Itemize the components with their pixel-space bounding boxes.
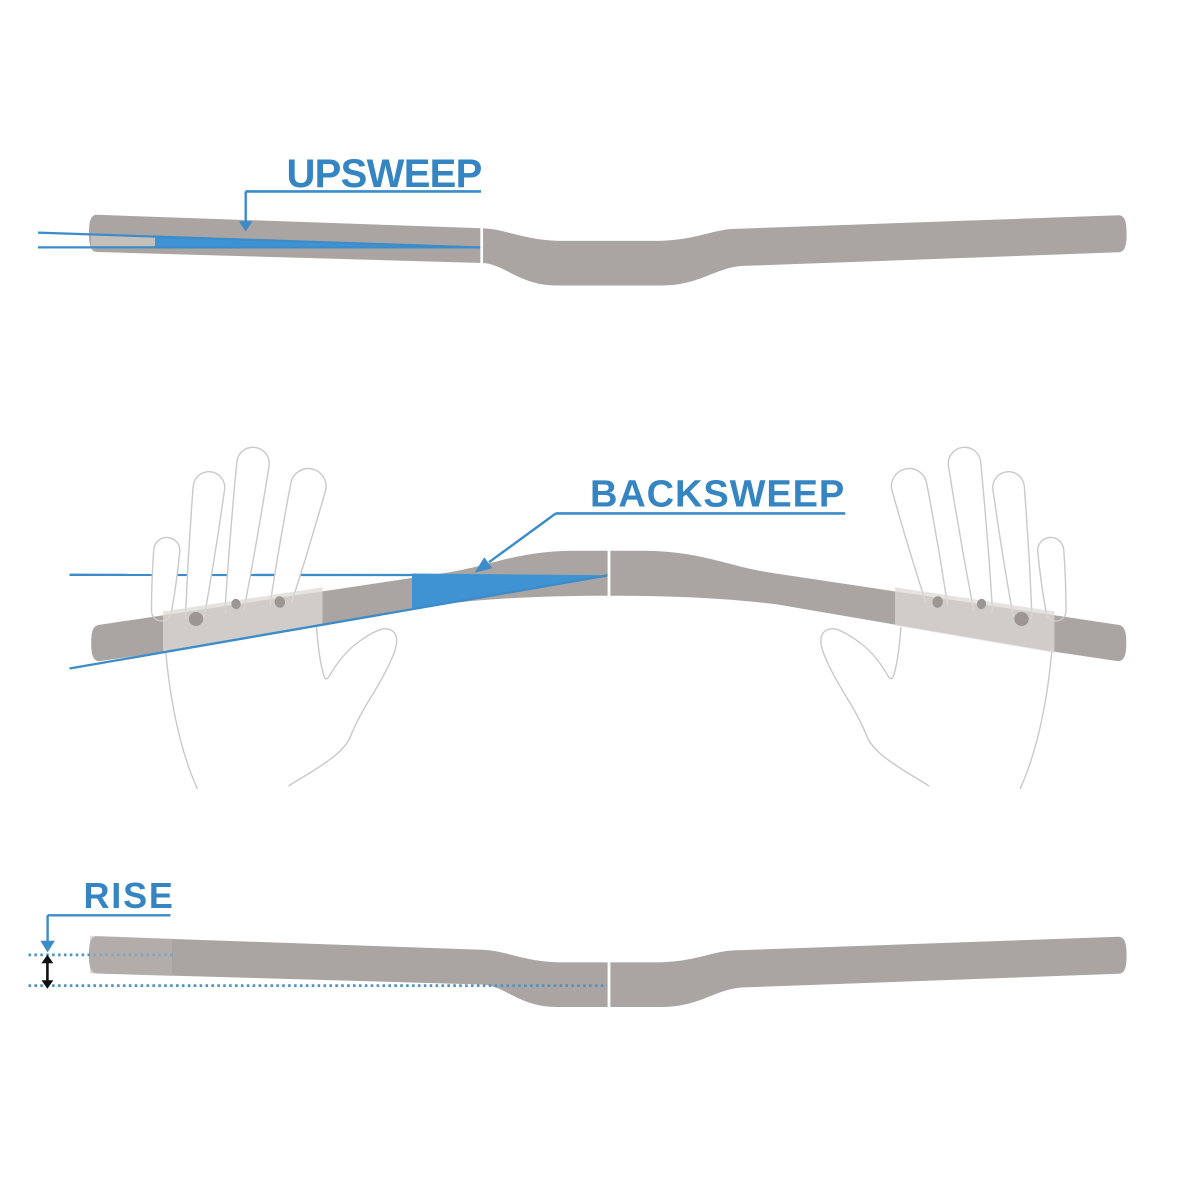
svg-text:RISE: RISE [84,875,175,916]
svg-text:UPSWEEP: UPSWEEP [287,152,482,196]
svg-text:BACKSWEEP: BACKSWEEP [590,474,845,516]
